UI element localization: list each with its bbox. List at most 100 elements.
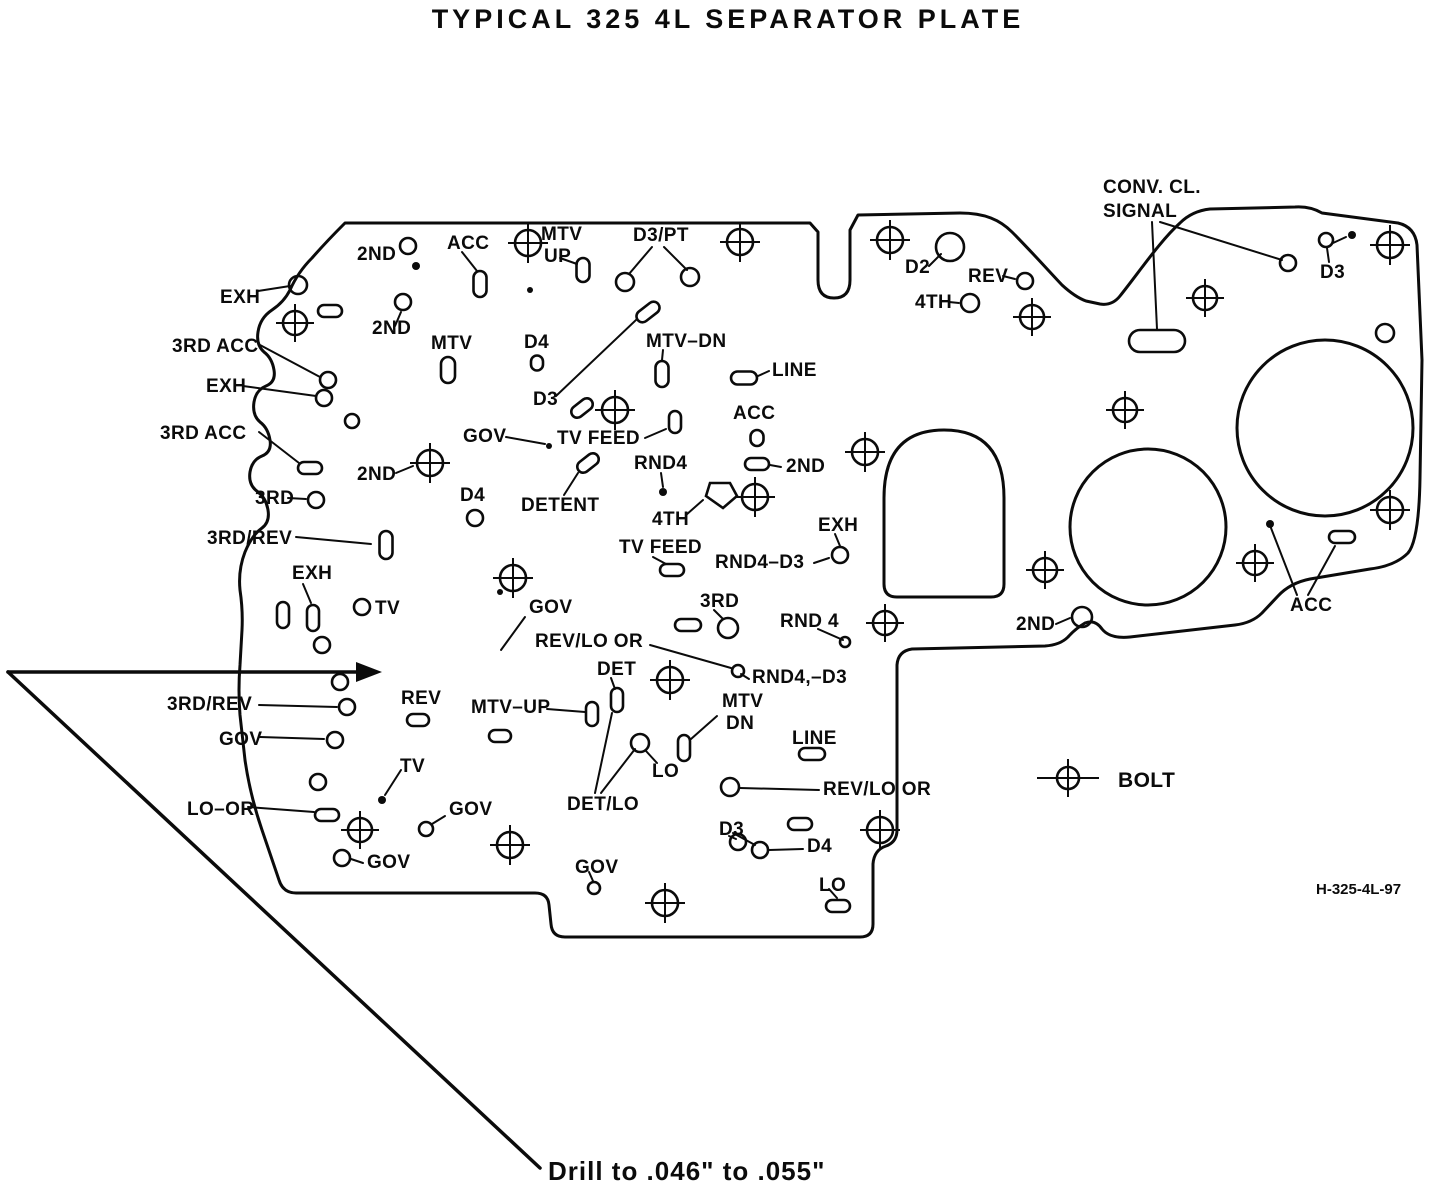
leader-line: [740, 673, 750, 680]
plate-outline-layer: [237, 205, 1424, 939]
diagram-label: LO: [819, 875, 846, 896]
diagram-label: D4: [460, 485, 485, 506]
leader-line: [259, 736, 325, 740]
slot-hole: [786, 816, 814, 832]
slot-hole: [1327, 529, 1357, 545]
hole: [378, 796, 386, 804]
diagram-label: LINE: [792, 728, 837, 749]
hole: [417, 820, 435, 838]
leader-line: [663, 246, 688, 271]
slot-hole: [316, 303, 344, 319]
drill-callout-arrowhead: [356, 662, 382, 682]
slot-hole: [296, 460, 324, 476]
leader-line: [645, 750, 658, 764]
leader-line: [394, 311, 402, 327]
slot-hole: [305, 603, 321, 633]
bolt-label: BOLT: [1118, 769, 1175, 792]
leader-line: [690, 715, 718, 740]
diagram-label: 2ND: [1016, 614, 1055, 635]
slot-hole: [313, 807, 341, 823]
hole: [716, 616, 740, 640]
diagram-label: 4TH: [915, 292, 952, 313]
pentagon-hole: [704, 481, 739, 510]
leader-line: [555, 318, 638, 397]
slot-hole: [487, 728, 513, 744]
diagram-label: EXH: [292, 563, 332, 584]
hole: [1070, 605, 1094, 629]
slot-hole: [405, 712, 431, 728]
diagram-label: 3RD ACC: [172, 336, 259, 357]
diagram-label: RND4,–D3: [752, 667, 847, 688]
leader-line: [649, 644, 732, 669]
hole: [838, 635, 852, 649]
leader-line: [247, 806, 315, 813]
hole: [719, 776, 741, 798]
slot-hole: [658, 562, 686, 578]
slot-hole: [439, 355, 457, 385]
diagram-label: ACC: [733, 403, 775, 424]
leader-line: [644, 428, 667, 439]
diagram-label: REV/LO OR: [535, 631, 643, 652]
hole: [325, 730, 345, 750]
diagram-label: D4: [524, 332, 549, 353]
diagram-label: D4: [807, 836, 832, 857]
slot-hole: [609, 686, 625, 714]
hole: [959, 292, 981, 314]
diagram-label: CONV. CL.: [1103, 177, 1201, 198]
diagram-label: D3: [1320, 262, 1345, 283]
leader-line: [588, 871, 594, 882]
page-title: TYPICAL 325 4L SEPARATOR PLATE: [432, 4, 1025, 34]
diagram-label: GOV: [367, 852, 410, 873]
slot-hole: [673, 617, 703, 633]
slot-hole: [743, 456, 771, 472]
slot-hole: [797, 746, 827, 762]
hole: [318, 370, 338, 390]
leader-line: [660, 472, 664, 488]
leader-line: [259, 344, 321, 378]
diagram-label: GOV: [449, 799, 492, 820]
part-number: H-325-4L-97: [1316, 881, 1401, 898]
slot-hole: [575, 256, 591, 284]
diagram-label: EXH: [220, 287, 260, 308]
diagram-label: DET/LO: [567, 794, 639, 815]
hole: [1374, 322, 1396, 344]
diagram-label: TV: [375, 598, 400, 619]
diagram-label: MTV–UP: [471, 697, 550, 718]
diagram-label: MTV–DN: [646, 331, 727, 352]
leader-line: [500, 616, 526, 651]
slot-hole: [824, 898, 852, 914]
hole: [497, 589, 503, 595]
diagram-label: RND4: [634, 453, 687, 474]
diagram-label: MTV: [541, 224, 582, 245]
leader-lines-layer: [242, 221, 1347, 899]
large-cutout-circle: [1068, 447, 1228, 607]
leader-line: [559, 257, 578, 265]
leader-line: [1270, 527, 1298, 596]
diagram-label: 3RD/REV: [167, 694, 252, 715]
diagram-label: SIGNAL: [1103, 201, 1177, 222]
leader-line: [739, 787, 820, 791]
diagram-label: EXH: [818, 515, 858, 536]
bolt-legend-layer: BOLT: [1037, 759, 1175, 797]
diagram-label: GOV: [463, 426, 506, 447]
leader-line: [834, 533, 841, 547]
leader-line: [295, 536, 372, 545]
leader-line: [258, 431, 300, 464]
diagram-label: DET: [597, 659, 636, 680]
slot-hole: [584, 700, 600, 728]
leader-line: [302, 583, 312, 604]
hole: [1015, 271, 1035, 291]
diagram-label: D3: [533, 389, 558, 410]
leader-line: [546, 708, 586, 713]
leader-line: [610, 677, 616, 690]
diagram-label: 2ND: [372, 318, 411, 339]
diagram-label: TV FEED: [619, 537, 702, 558]
leader-line: [757, 370, 770, 377]
hole: [308, 772, 328, 792]
diagram-label: LINE: [772, 360, 817, 381]
diagram-label: 3RD: [255, 488, 294, 509]
diagram-label: REV: [401, 688, 441, 709]
